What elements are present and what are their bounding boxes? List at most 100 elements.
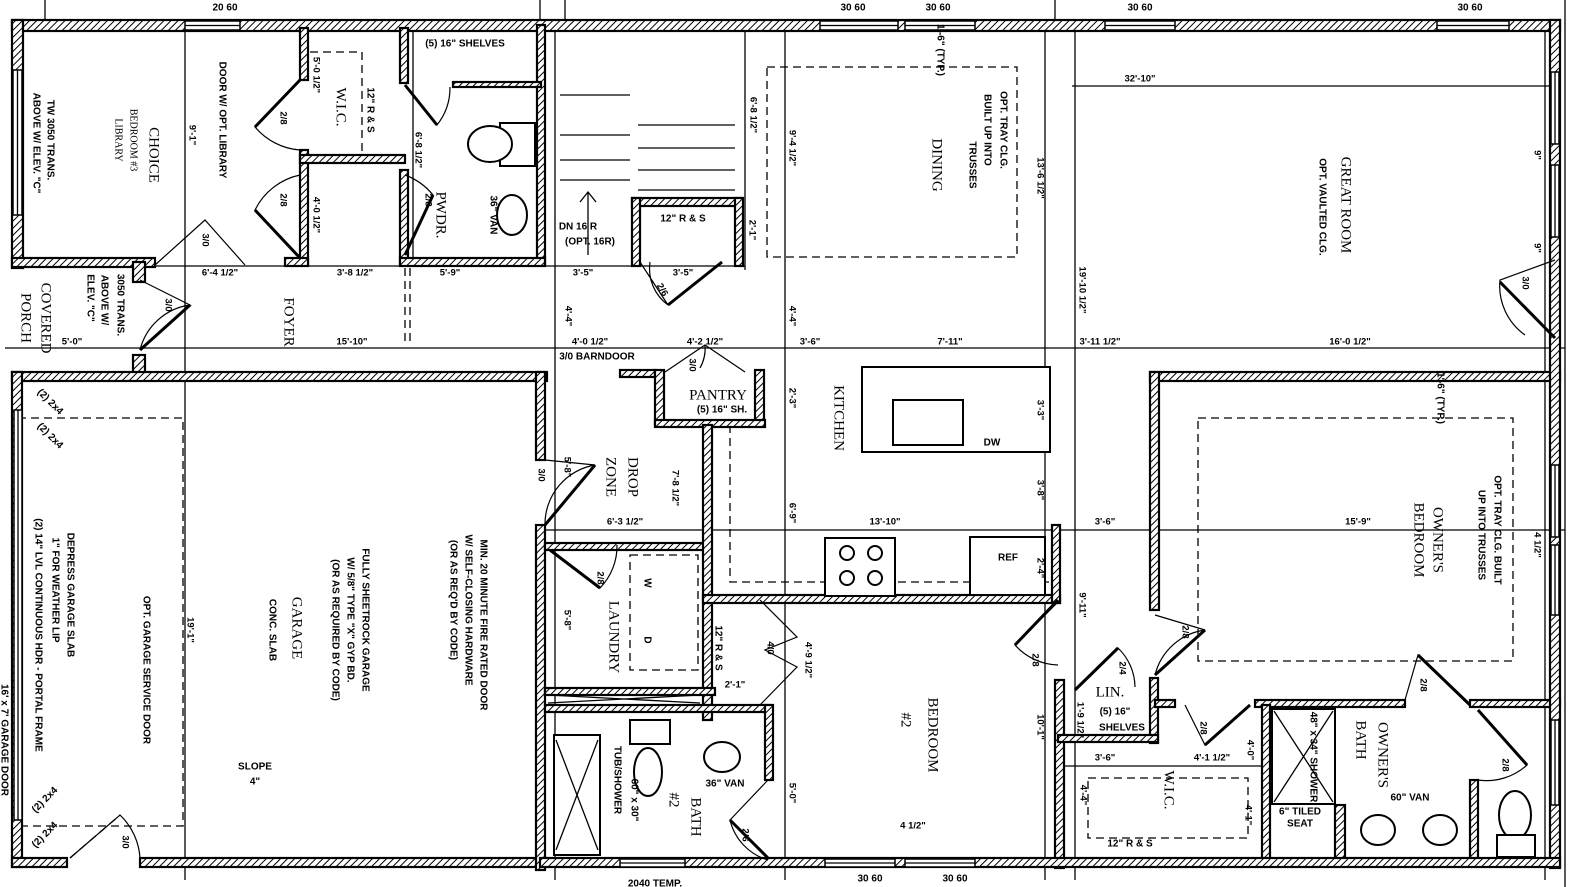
dim-label: 5'-0" [62,337,83,348]
room-choice: CHOICE [146,127,162,183]
note: ABOVE W/ [98,275,109,326]
windows [12,20,1560,868]
window-label: 30 60 [925,3,950,14]
note: W/ 5/8" TYPE "X" GYP BD. [344,557,355,682]
toilet-bowl-pwdr [467,125,513,163]
dim-label: 5'-0 1/2" [310,57,321,93]
note: REF [998,553,1018,564]
dim-label: 4'-1 1/2" [1194,753,1230,764]
window-label: 30 60 [1457,3,1482,14]
dim-label: 5'-9" [440,268,461,279]
doors [69,78,1557,861]
room-dining: DINING [929,138,945,191]
fixtures [467,94,1536,858]
window-label: 30 60 [857,874,882,885]
note: OPT. VAULTED CLG. [1316,158,1327,256]
room-pwdr: PWDR. [433,191,449,238]
dim-label: 9" [1531,243,1542,253]
room-zone: ZONE [603,457,619,497]
note: W/ SELF-CLOSING HARDWARE [462,534,473,685]
toilet-bowl-bath2 [633,747,663,797]
dim-label: 3'-5" [573,268,594,279]
room-porch: PORCH [18,293,34,343]
door-label: 2/8 [277,193,288,206]
note: 3/0 BARNDOOR [559,352,635,363]
note: 3050 TRANS. [114,274,125,336]
door-label: 3/0 [199,233,210,246]
dim-label: 6'-8 1/2" [412,132,423,168]
note: TW 3050 TRANS. [44,100,55,181]
dim-label: 6'-3 1/2" [607,517,643,528]
dim-label: 4'-0 1/2" [310,197,321,233]
owners-toilet [1498,790,1532,840]
note: 36" VAN [487,195,498,234]
note: 36" VAN [705,779,744,790]
dim-label: 4'-0" [1244,740,1255,761]
note: ABOVE W/ ELEV. "C" [30,93,41,194]
room-conc-slab: CONC. SLAB [266,599,277,661]
note: FULLY SHEETROCK GARAGE [359,548,370,692]
note: (2) 2x4 [30,820,60,850]
room-bedroom3: BEDROOM #3 [128,109,139,172]
note: 12" R & S [364,87,375,133]
door-label: 2/8 [1197,721,1208,734]
room-owners-bath: BATH [1353,720,1369,759]
dim-label: 6'-4 1/2" [202,268,238,279]
room-bedroom2-num: #2 [898,713,914,728]
note: OPT. TRAY CLG. [997,91,1008,169]
door-label: 2/8 [1179,625,1190,638]
note: (2) 14" LVL CONTINUOUS HDR - PORTAL FRAM… [32,518,43,752]
note: TRUSSES [966,141,977,189]
dim-label: 15'-9" [1345,517,1371,528]
dim-label: 32'-10" [1124,74,1155,85]
toilet-tank-bath2 [629,719,671,745]
kitchen-sink [892,399,964,446]
door-label: 3/0 [162,298,173,311]
note: 1'-6" (TYP.) [1434,372,1445,424]
dim-label: 9'-4 1/2" [786,130,797,166]
dim-label: 3'-6" [800,337,821,348]
dim-label: 6'-9" [786,503,797,524]
dim-label: 13'-6 1/2" [1034,157,1045,199]
room-garage: GARAGE [289,597,305,660]
note: 6" TILED [1279,807,1321,818]
note: 12" R & S [660,214,706,225]
dim-label: 5'-0" [786,783,797,804]
room-wic-1: W.I.C. [333,87,349,126]
door-label: 3/0 [535,468,546,481]
room-owners-bedroom: BEDROOM [1411,502,1427,577]
window-label: 20 60 [212,3,237,14]
window-label: 30 60 [942,874,967,885]
door-label: 2/8 [422,193,433,206]
room-owners-2: OWNER'S [1375,722,1391,788]
dim-label: 9'-11" [1076,592,1087,617]
dim-label: 3'-5" [673,268,694,279]
dim-label: 4 1/2" [900,821,926,832]
note: (2) 2x4 [35,421,65,451]
dim-label: 3'-6" [1095,517,1116,528]
door-label: 4/0 [764,641,775,654]
room-wic-2: W.I.C. [1161,770,1177,809]
room-pantry: PANTRY [689,387,747,403]
note: 60" x 30" [628,779,639,822]
room-great-room: GREAT ROOM [1338,157,1354,254]
note: (5) 16" SHELVES [425,39,505,50]
range [824,537,896,597]
window-labels: 20 60 30 60 30 60 30 60 30 60 30 60 30 6… [212,3,1482,887]
dim-label: 3'-6" [1095,753,1116,764]
room-bath2-num: #2 [666,793,682,808]
note: W [641,578,652,588]
door-label: 2/4 [1116,661,1127,675]
dim-label: 10'-1" [1034,714,1045,740]
dim-label: 9" [1531,150,1542,160]
note: UP INTO TRUSSES [1475,490,1486,581]
note: DW [984,438,1001,449]
dim-label: 15'-10" [336,337,367,348]
note: 12" R & S [712,625,723,671]
room-library: LIBRARY [113,118,124,161]
dashed-outlines [17,51,1514,839]
room-covered: COVERED [38,283,54,354]
room-kitchen: KITCHEN [831,385,847,451]
note: SHELVES [1099,723,1145,734]
dim-label: 2'-4" [1034,558,1045,579]
